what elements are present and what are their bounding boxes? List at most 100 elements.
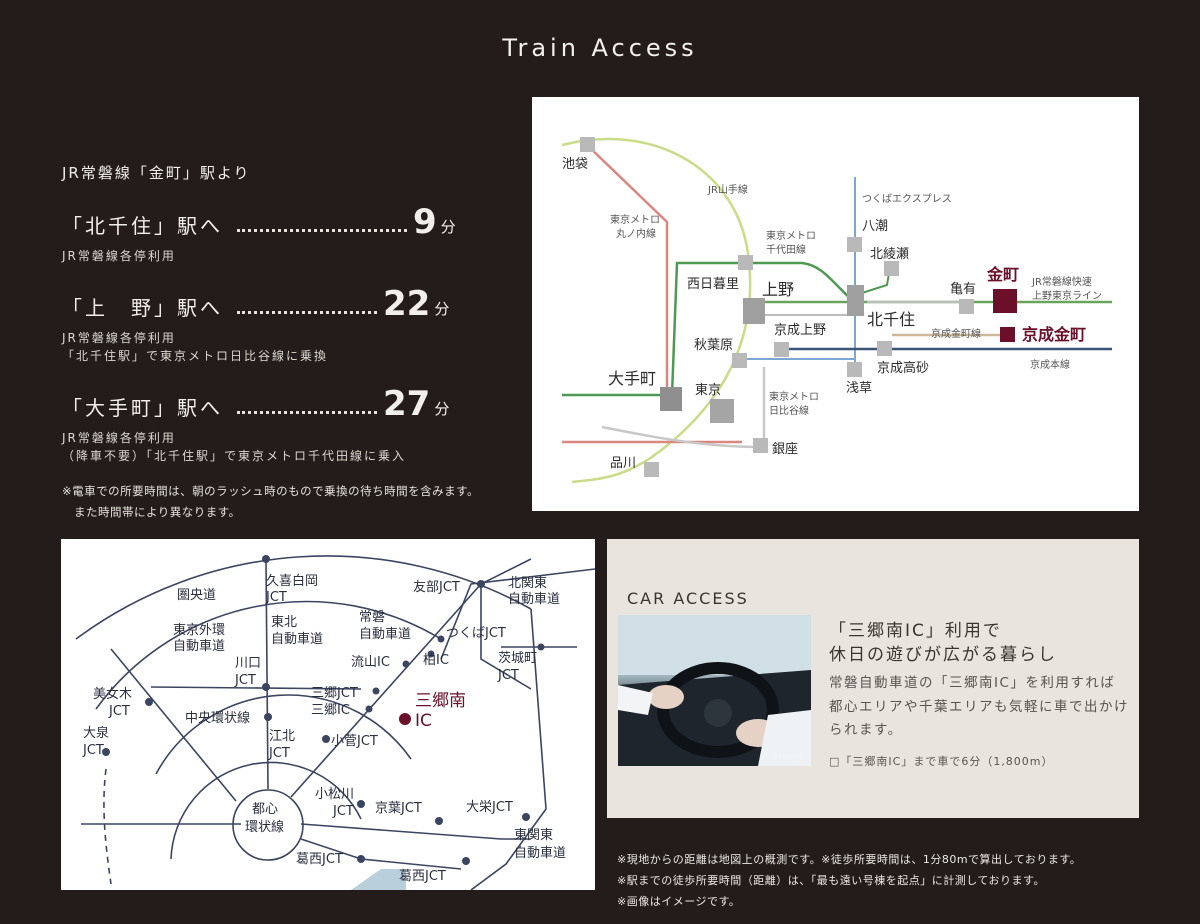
minutes-unit: 分 — [434, 300, 450, 318]
label-kohoku-jct: JCT — [268, 746, 290, 761]
label-kashiwa: 柏IC — [423, 653, 449, 668]
label-ooizumi: 大泉 — [83, 725, 109, 741]
line-keisei-kanamachi: 京成金町線 — [931, 327, 981, 340]
label-komatsugawa: 小松川 — [315, 787, 354, 802]
destination-note: （降車不要）「北千住駅」で東京メトロ千代田線に乗入 — [62, 449, 407, 463]
car-headline-line: 「三郷南IC」利用で — [829, 621, 1002, 641]
footnote-line: また時間帯により異なります。 — [62, 505, 241, 519]
label-misato-ic: 三郷IC — [311, 703, 350, 718]
station-kitasenju: 北千住 — [867, 310, 915, 329]
train-map-svg: 池袋 西日暮里 上野 北千住 八潮 北綾瀬 亀有 金町 京成金町 京成上野 京成… — [561, 137, 1112, 484]
line-hibiya: 日比谷線 — [769, 404, 809, 417]
page-title: Train Access — [502, 34, 698, 62]
line-keisei-main: 京成本線 — [1030, 358, 1070, 371]
destination-kitasenju: 「北千住」駅へ 9 分 JR常磐線各停利用 — [62, 205, 502, 265]
car-headline-line: 休日の遊びが広がる暮らし — [829, 645, 1057, 665]
road-map: 圏央道 久喜白岡 JCT 友部JCT 北関東 自動車道 東京外環 自動車道 東北… — [61, 539, 595, 890]
line-joban-rapid: JR常磐線快速 — [1031, 275, 1092, 288]
label-kuki-jct: JCT — [265, 590, 287, 605]
label-nagareyama: 流山IC — [351, 655, 390, 670]
label-misato-jct: 三郷JCT — [311, 686, 358, 701]
label-bijogi: 美女木 — [93, 686, 132, 702]
label-misato-minami-ic: IC — [415, 711, 432, 731]
minutes-unit: 分 — [440, 218, 456, 236]
label-ooizumi-jct: JCT — [82, 743, 104, 758]
station-kitaayase: 北綾瀬 — [870, 246, 909, 262]
dotted-leader — [237, 311, 377, 314]
label-kenodo: 圏央道 — [177, 588, 216, 603]
station-nishinippori: 西日暮里 — [687, 277, 739, 292]
label-komatsugawa-jct: JCT — [332, 804, 354, 819]
station-kameari: 亀有 — [950, 282, 976, 297]
note-line: ※画像はイメージです。 — [617, 895, 741, 908]
station-ikebukuro: 池袋 — [562, 157, 588, 172]
destination-minutes: 9 — [413, 202, 437, 242]
label-kawaguchi: 川口 — [235, 656, 261, 671]
label-kitakanto: 北関東 — [508, 575, 547, 591]
label-ibaraki: 茨城町 — [498, 651, 537, 666]
station-tokyo: 東京 — [695, 382, 721, 398]
car-description: 常磐自動車道の「三郷南IC」を利用すれば都心エリアや千葉エリアも気軽に車で出かけ… — [829, 675, 1129, 738]
destination-name: 「北千住」駅へ — [62, 214, 223, 238]
label-gaikan: 東京外環 — [173, 622, 225, 638]
label-higashikanto-2: 自動車道 — [514, 846, 566, 861]
dotted-leader — [237, 411, 377, 414]
label-kosuge: 小菅JCT — [331, 734, 378, 749]
destination-minutes: 27 — [383, 384, 431, 424]
train-info: JR常磐線「金町」駅より 「北千住」駅へ 9 分 JR常磐線各停利用 「上 野」… — [62, 162, 502, 523]
label-joban-2: 自動車道 — [359, 627, 411, 642]
line-chiyoda: 千代田線 — [766, 243, 806, 256]
label-misato-minami: 三郷南 — [415, 691, 466, 711]
label-kasai-1: 葛西JCT — [296, 852, 343, 867]
minutes-unit: 分 — [434, 400, 450, 418]
station-otemachi: 大手町 — [608, 369, 656, 388]
label-kohoku: 江北 — [269, 729, 295, 744]
photo-caption: image — [771, 751, 803, 762]
label-tomobe: 友部JCT — [413, 579, 460, 595]
label-oosakae: 大栄JCT — [466, 800, 513, 815]
label-toshin-2: 環状線 — [245, 819, 284, 835]
road-map-svg: 圏央道 久喜白岡 JCT 友部JCT 北関東 自動車道 東京外環 自動車道 東北… — [75, 555, 595, 890]
destination-note: JR常磐線各停利用 — [62, 431, 176, 445]
line-marunouchi: 丸ノ内線 — [616, 227, 656, 240]
station-keisei-kanamachi: 京成金町 — [1022, 325, 1086, 344]
station-yashio: 八潮 — [862, 219, 888, 234]
destination-ueno: 「上 野」駅へ 22 分 JR常磐線各停利用 「北千住駅」で東京メトロ日比谷線に… — [62, 287, 502, 365]
car-headline: 「三郷南IC」利用で 休日の遊びが広がる暮らし — [829, 619, 1057, 667]
label-kasai-2: 葛西JCT — [399, 869, 446, 884]
label-higashikanto: 東関東 — [514, 827, 553, 843]
label-kawaguchi-jct: JCT — [234, 673, 256, 688]
bottom-notes: ※現地からの距離は地図上の概測です。※徒歩所要時間は、1分80mで算出しておりま… — [617, 849, 1081, 912]
station-kanamachi: 金町 — [986, 265, 1019, 284]
label-joban: 常磐 — [359, 610, 385, 625]
train-lead: JR常磐線「金町」駅より — [62, 164, 251, 182]
footnote-line: ※電車での所要時間は、朝のラッシュ時のもので乗換の待ち時間を含みます。 — [62, 484, 479, 498]
label-gaikan-2: 自動車道 — [173, 639, 225, 654]
car-access-panel: CAR ACCESS image 「三郷南IC」利用で 休日の遊びが広がる暮らし… — [607, 539, 1139, 818]
label-kitakanto-2: 自動車道 — [508, 592, 560, 607]
car-access-title: CAR ACCESS — [627, 589, 749, 608]
destination-minutes: 22 — [383, 284, 431, 324]
destination-note: 「北千住駅」で東京メトロ日比谷線に乗換 — [62, 349, 329, 363]
destination-name: 「大手町」駅へ — [62, 396, 223, 420]
line-ueno-tokyo: 上野東京ライン — [1032, 289, 1102, 302]
station-asakusa: 浅草 — [846, 381, 872, 396]
station-akihabara: 秋葉原 — [694, 338, 733, 353]
label-kuki: 久喜白岡 — [266, 573, 318, 589]
destination-note: JR常磐線各停利用 — [62, 331, 176, 345]
station-keisei-ueno: 京成上野 — [774, 323, 826, 338]
line-marunouchi: 東京メトロ — [610, 213, 660, 226]
label-tsukuba-jct: つくばJCT — [446, 626, 506, 641]
label-keiyo: 京葉JCT — [375, 801, 422, 816]
line-chiyoda: 東京メトロ — [766, 229, 816, 242]
station-keisei-takasago: 京成高砂 — [877, 360, 929, 376]
train-route-map: 池袋 西日暮里 上野 北千住 八潮 北綾瀬 亀有 金町 京成金町 京成上野 京成… — [532, 97, 1139, 511]
station-ginza: 銀座 — [772, 442, 798, 457]
line-yamanote: JR山手線 — [707, 183, 748, 196]
label-ibaraki-jct: JCT — [497, 668, 519, 683]
line-tsukuba-express: つくばエクスプレス — [862, 193, 952, 205]
destination-otemachi: 「大手町」駅へ 27 分 JR常磐線各停利用 （降車不要）「北千住駅」で東京メト… — [62, 387, 502, 465]
label-chuo-kanjo: 中央環状線 — [185, 710, 250, 726]
note-line: ※駅までの徒歩所要時間（距離）は、「最も遠い号棟を起点」に計測しております。 — [617, 874, 1045, 887]
label-tohoku-2: 自動車道 — [271, 632, 323, 647]
